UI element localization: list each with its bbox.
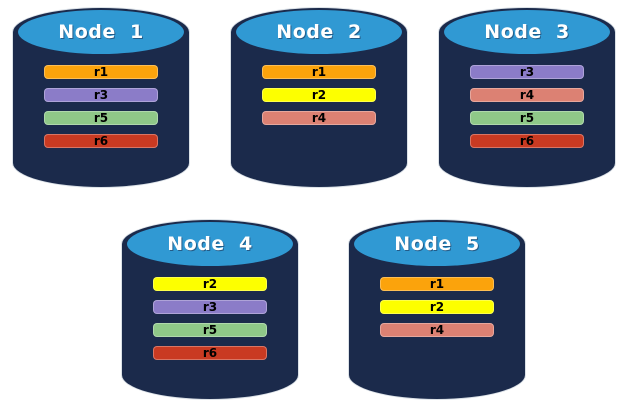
replica-bar-r1: r1	[379, 277, 495, 291]
node-2-cylinder-top	[236, 10, 402, 54]
node-2-replica-list: r1 r2 r4	[261, 65, 377, 134]
replica-bar-r3: r3	[43, 88, 159, 102]
node-4-title: Node 4	[167, 233, 253, 255]
replica-bar-r2: r2	[379, 300, 495, 314]
node-4-cylinder-top	[127, 222, 293, 266]
replica-bar-r6: r6	[43, 134, 159, 148]
node-1-title: Node 1	[58, 21, 144, 43]
replica-bar-r4: r4	[261, 111, 377, 125]
node-4-cylinder: Node 4 r2 r3 r5 r6	[122, 220, 298, 399]
node-1-cylinder: Node 1 r1 r3 r5 r6	[13, 8, 189, 187]
node-1-cylinder-top	[18, 10, 184, 54]
replica-bar-r4: r4	[379, 323, 495, 337]
replica-bar-r2: r2	[261, 88, 377, 102]
replica-bar-r5: r5	[43, 111, 159, 125]
node-5-cylinder-top	[354, 222, 520, 266]
node-3-title: Node 3	[484, 21, 570, 43]
replica-bar-r6: r6	[152, 346, 268, 360]
node-4-replica-list: r2 r3 r5 r6	[152, 277, 268, 369]
node-5-replica-list: r1 r2 r4	[379, 277, 495, 346]
node-2-title: Node 2	[276, 21, 362, 43]
replica-bar-r1: r1	[43, 65, 159, 79]
replica-bar-r4: r4	[469, 88, 585, 102]
node-5-title: Node 5	[394, 233, 480, 255]
node-3-replica-list: r3 r4 r5 r6	[469, 65, 585, 157]
node-1-replica-list: r1 r3 r5 r6	[43, 65, 159, 157]
replica-bar-r3: r3	[152, 300, 268, 314]
node-3-cylinder: Node 3 r3 r4 r5 r6	[439, 8, 615, 187]
replica-bar-r1: r1	[261, 65, 377, 79]
replica-bar-r5: r5	[152, 323, 268, 337]
replica-bar-r5: r5	[469, 111, 585, 125]
node-3-cylinder-top	[444, 10, 610, 54]
replica-bar-r6: r6	[469, 134, 585, 148]
replica-bar-r2: r2	[152, 277, 268, 291]
replica-bar-r3: r3	[469, 65, 585, 79]
node-2-cylinder: Node 2 r1 r2 r4	[231, 8, 407, 187]
node-5-cylinder: Node 5 r1 r2 r4	[349, 220, 525, 399]
